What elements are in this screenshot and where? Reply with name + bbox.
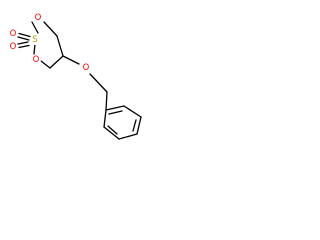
atom-o-sulfonyl-lower: O [10, 42, 17, 52]
benzene-bond-1 [105, 105, 125, 111]
bond-ch2-ch [56, 35, 64, 57]
atom-o-sulfonyl-upper: O [10, 29, 17, 39]
benzene-bond-4 [118, 133, 138, 140]
bond-s-o-ring-top [31, 21, 39, 34]
atom-labels: O O S O O O [8, 13, 91, 73]
benzene-bond-6 [103, 109, 107, 128]
benzene-double-1 [108, 110, 123, 115]
bond-s-o-lower-b [18, 44, 30, 49]
atom-s-sulfur: S [32, 35, 37, 45]
bond-o-ring-top-ch2 [43, 21, 58, 37]
bond-s-o-lower-a [17, 41, 29, 45]
bond-o-ring-bottom-s [33, 43, 36, 55]
dioxathiane-ring [31, 21, 64, 69]
structure-canvas: O O S O O O [0, 0, 150, 150]
bond-s-o-upper-b [17, 36, 30, 41]
sulfonyl-double-bonds [17, 32, 31, 49]
benzyloxy-substituent [62, 55, 108, 111]
benzene-double-3 [107, 125, 118, 135]
atom-o-ether: O [83, 63, 90, 73]
atom-o-ring-bottom: O [33, 55, 40, 65]
benzene-double-2 [132, 119, 137, 132]
bond-ch2-lower-o-ring-bottom [40, 60, 51, 69]
bond-s-o-upper-a [18, 32, 31, 38]
bond-o-ether-ch2 [89, 73, 108, 93]
bond-ch-ch2-lower [49, 55, 64, 69]
benzene-ring [103, 105, 142, 140]
bond-ch2-phenyl [105, 91, 108, 111]
benzene-bond-5 [103, 126, 120, 140]
chemical-structure-diagram: O O S O O O [8, 13, 142, 140]
benzene-bond-3 [136, 116, 142, 135]
atom-o-ring-top: O [35, 13, 42, 23]
benzene-bond-2 [123, 105, 142, 118]
bond-ch-o-ether [62, 55, 80, 65]
